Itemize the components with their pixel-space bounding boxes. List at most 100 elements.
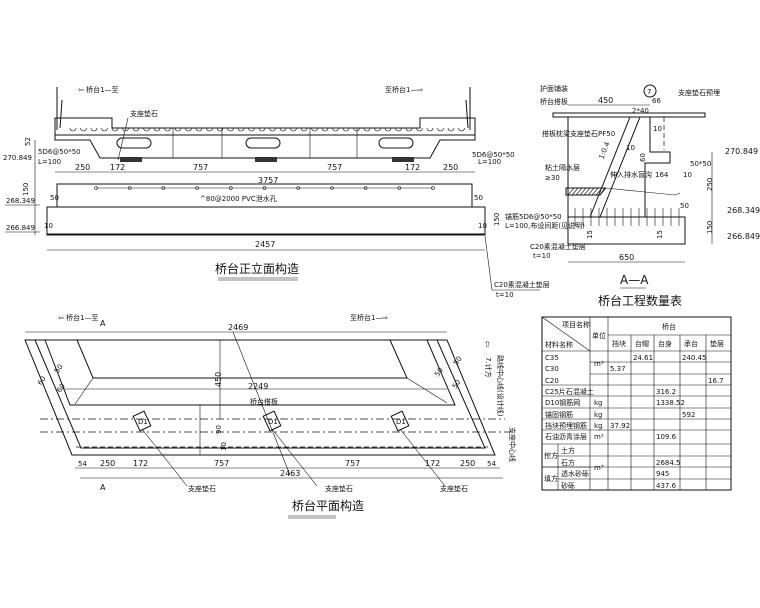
label: 桥台搭板: [250, 397, 278, 406]
dim-label: 60: [36, 375, 48, 387]
earth-unit: m³: [594, 464, 604, 472]
bearing-pad: [132, 410, 152, 432]
girder-hole: [80, 127, 87, 132]
dim-label: 15: [656, 230, 664, 239]
cell-value: 240.45: [682, 354, 707, 362]
callout: C20素混凝土垫层: [494, 280, 550, 289]
dim-label: 50*50: [690, 160, 711, 168]
dim-label: 3757: [258, 176, 278, 185]
cell-value: 1338.52: [656, 399, 685, 407]
drain-note: ^80@2000 PVC泄水孔: [200, 194, 277, 203]
girder-hole: [395, 127, 402, 132]
bearing-pad: [390, 410, 410, 432]
column-header: 台身: [658, 339, 672, 348]
dim-label: 172: [425, 459, 440, 468]
anchor-note-right: 5D6@50*50: [472, 151, 515, 159]
dim-label: 50: [53, 363, 65, 375]
girder-hole: [269, 127, 276, 132]
girder-opening: [116, 137, 152, 149]
dim-label: 450: [598, 96, 613, 105]
drain-slope: [604, 187, 681, 196]
girder-hole: [447, 127, 455, 132]
hatch-line: [599, 187, 607, 196]
section-title: A—A: [620, 273, 649, 287]
detail-bubble: [643, 84, 657, 98]
drain-hole: [127, 186, 132, 190]
anchor-note-left: 5D6@50*50: [38, 148, 81, 156]
label: C20素混凝土垫层: [530, 242, 586, 251]
row-unit: kg: [594, 399, 603, 407]
dim-label: 757: [193, 163, 208, 172]
label: ≥30: [545, 174, 560, 182]
girder-hole: [279, 127, 287, 132]
body-outline: [34, 339, 486, 449]
cell-value: 2684.5: [656, 459, 681, 467]
leader-line: [141, 428, 188, 487]
dim-label: 2469: [228, 323, 248, 332]
row-unit: m²: [594, 433, 604, 441]
leader-line: [232, 331, 291, 476]
dim-label: 10: [683, 171, 692, 179]
dim-label: 250: [460, 459, 475, 468]
direction-left: ⇦ 桥台1—至: [58, 313, 99, 322]
row-unit: kg: [594, 411, 603, 419]
girder-hole: [363, 127, 371, 132]
girder-hole: [174, 127, 182, 132]
cell-value: 24.61: [633, 354, 653, 362]
footing-outline: [24, 339, 496, 456]
girder-hole: [332, 127, 339, 132]
row-name: 锚固钢筋: [545, 410, 573, 419]
dim-label: 757: [214, 459, 229, 468]
pad-label: D1: [268, 418, 278, 426]
dim-label: 50: [433, 366, 445, 378]
support-label: 支座垫石: [130, 109, 158, 118]
drain-hole: [363, 186, 368, 190]
hatch-line: [571, 187, 579, 196]
callout-label: 支座垫石: [188, 484, 216, 493]
dim-label: 90: [215, 425, 223, 434]
dim-label: 60: [639, 153, 647, 162]
girder-hole: [321, 127, 329, 132]
dim-label: 10: [220, 442, 228, 451]
anchor-note-right2: L=100: [478, 158, 501, 166]
side-note: 7.计方: [484, 357, 493, 378]
girder-joints: [172, 128, 358, 158]
cell-value: 37.92: [610, 422, 630, 430]
dim-label: 164: [655, 171, 669, 179]
cell-value: 109.6: [656, 433, 677, 441]
dim-label: 250: [443, 163, 458, 172]
label: 伸入排水盲沟: [610, 170, 652, 179]
header-item: 项目名称: [562, 320, 590, 329]
girder-hole: [206, 127, 213, 132]
column-header: 台帽: [635, 339, 649, 348]
dim-label: 50: [474, 194, 483, 202]
dim-label: 50: [452, 355, 464, 367]
dim-label: 150: [22, 183, 30, 196]
label: 粘土隔水层: [545, 163, 580, 172]
girder-hole: [69, 127, 77, 132]
earth-group: 填方: [544, 474, 558, 483]
callout-label: 支座垫石: [325, 484, 353, 493]
elevation-dims: 250 172 757 757 172 250 3757: [75, 163, 458, 185]
girder-hole: [195, 127, 203, 132]
girder-hole: [227, 127, 234, 132]
girder-hole: [248, 127, 255, 132]
girder-opening: [245, 137, 281, 149]
dim-label: 172: [110, 163, 125, 172]
header-unit: 单位: [592, 331, 606, 340]
section-mark: A: [100, 319, 106, 328]
drain-hole: [195, 186, 199, 190]
dim-label: 54: [487, 460, 496, 468]
girder-hole: [437, 127, 444, 132]
girder-hole: [111, 127, 119, 132]
bearing-pad: [255, 157, 277, 162]
deck: [54, 117, 476, 136]
cell-value: 437.6: [656, 482, 677, 490]
column-header: 挡块: [612, 339, 626, 348]
label: 护面铺装: [540, 84, 568, 93]
girder-hole: [290, 127, 297, 132]
drain-hole: [262, 186, 267, 190]
hatch-line: [583, 187, 591, 196]
label: 桥台搭板: [540, 97, 568, 106]
drain-hole: [397, 186, 402, 190]
